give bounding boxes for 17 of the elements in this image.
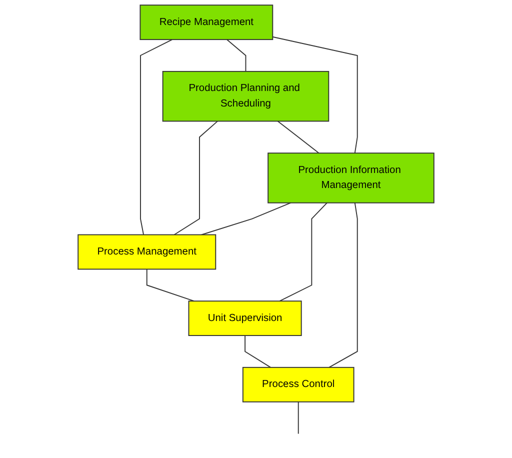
connector [140, 39, 173, 236]
node-box [242, 366, 354, 402]
connector [174, 120, 218, 236]
node-box [140, 4, 274, 40]
connector [201, 202, 292, 236]
node-box [188, 300, 302, 336]
connector [146, 268, 195, 302]
connector [226, 39, 246, 72]
connector [244, 335, 272, 368]
node-box [162, 70, 330, 122]
connector [328, 202, 358, 368]
node-box [78, 234, 216, 270]
node-box [268, 152, 434, 204]
connector [298, 401, 299, 434]
connector [279, 202, 328, 302]
connector [272, 36, 358, 154]
connector [277, 120, 320, 154]
